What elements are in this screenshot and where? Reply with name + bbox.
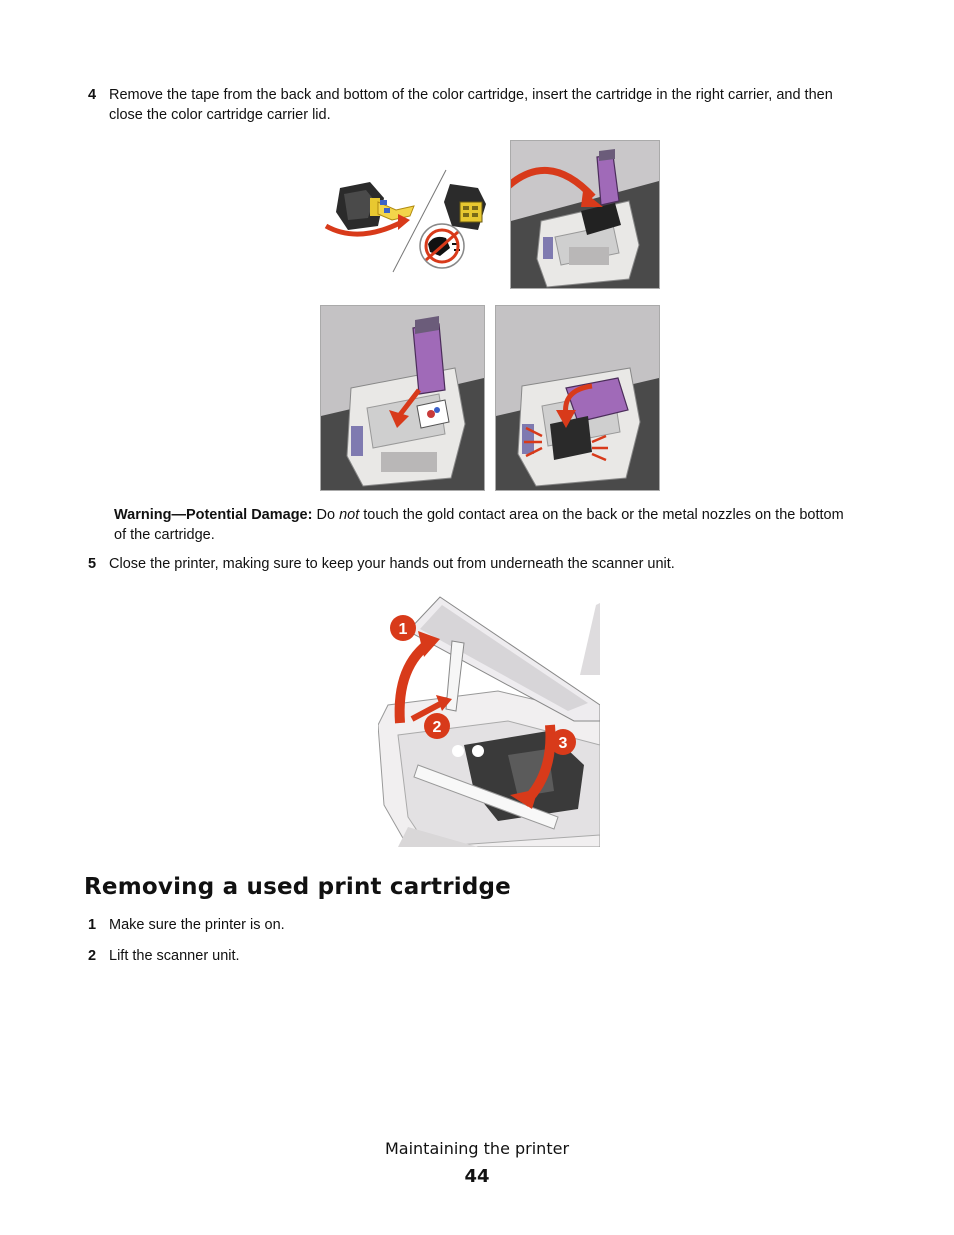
callout-3: 3 <box>550 729 576 755</box>
cartridge-lid-icon <box>412 316 450 429</box>
page-number: 44 <box>464 1166 490 1187</box>
step-number: 5 <box>88 556 97 572</box>
warning-note: Warning—Potential Damage: Do not touch t… <box>114 505 859 545</box>
footer-chapter-title: Maintaining the printer <box>384 1139 570 1158</box>
warning-text-post: touch the gold contact area on the back … <box>114 507 844 543</box>
printer-carrier-icon <box>346 367 466 487</box>
step-4: 4 Remove the tape from the back and bott… <box>88 85 868 125</box>
red-arrow-icon <box>389 388 421 428</box>
step-number: 1 <box>88 917 97 933</box>
close-printer-illustration: 1 2 3 <box>378 595 600 847</box>
cartridge-lid-icon <box>581 149 621 235</box>
warning-emphasis: not <box>339 507 360 523</box>
callout-number: 1 <box>399 621 408 638</box>
section-step-2: 2 Lift the scanner unit. <box>88 946 868 966</box>
cartridge-back-icon <box>444 184 486 230</box>
callout-number: 3 <box>559 735 568 752</box>
step-number: 2 <box>88 948 97 964</box>
callout-2: 2 <box>424 713 450 739</box>
cartridge-seated-illustration <box>320 305 485 491</box>
step-text: Make sure the printer is on. <box>109 917 285 933</box>
section-heading: Removing a used print cartridge <box>84 874 511 900</box>
red-arrow-icon <box>324 214 410 237</box>
color-cartridge-icon <box>336 182 415 230</box>
warning-label: Warning—Potential Damage: <box>114 507 313 523</box>
no-touch-icon <box>419 223 465 269</box>
step-text: Remove the tape from the back and bottom… <box>109 87 833 123</box>
red-arrow-icon <box>524 383 608 462</box>
insert-cartridge-illustration <box>510 140 660 289</box>
red-arrow-icon <box>511 166 603 207</box>
tape-removal-illustration <box>318 140 498 286</box>
step-text: Lift the scanner unit. <box>109 948 240 964</box>
step-text: Close the printer, making sure to keep y… <box>109 556 675 572</box>
step-number: 4 <box>88 87 97 103</box>
section-step-1: 1 Make sure the printer is on. <box>88 915 868 935</box>
step-5: 5 Close the printer, making sure to keep… <box>88 554 868 574</box>
callout-number: 2 <box>433 719 442 736</box>
red-arrow-icon <box>394 631 556 809</box>
close-lid-illustration <box>495 305 660 491</box>
scanner-lid-icon <box>407 596 600 722</box>
callout-1: 1 <box>390 615 416 641</box>
warning-text-pre: Do <box>312 507 340 523</box>
